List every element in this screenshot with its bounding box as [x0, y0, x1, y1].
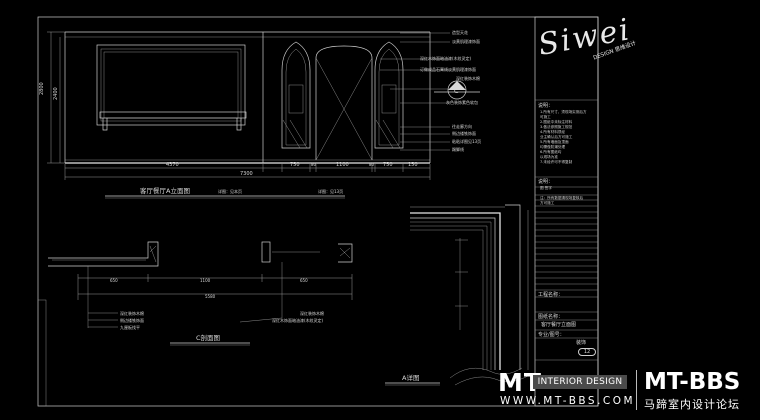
watermark-tagline: INTERIOR DESIGN [533, 375, 627, 389]
callout-label: 深红木饰面暗油漆(木纹灵定) [420, 55, 472, 61]
elevation-a [47, 31, 480, 199]
sheet-number: 12 [578, 348, 596, 356]
callout-label: 侧边镂铁饰面 [452, 130, 476, 136]
central-opening [315, 45, 373, 160]
dim-total-width: 7300 [240, 171, 253, 177]
dim-width: 750 [383, 162, 393, 168]
callout-label: 造型天花 [452, 29, 468, 35]
dim-height-total: 2800 [39, 82, 45, 95]
callout-label: 订做成品石膏线淡黄肌理漆饰面 [420, 66, 476, 72]
dim-width: 80 [369, 162, 375, 167]
section-title: C剖面图 [196, 333, 220, 342]
callout-label: 深红装饰木棉 [456, 75, 480, 81]
dim-width: 1100 [336, 162, 349, 168]
title-block-hatch [535, 199, 598, 285]
callout-label: 踢脚线 [452, 146, 464, 152]
drawing-name: 客厅餐厅立面图 [541, 322, 577, 328]
dim-height-wall: 2400 [53, 87, 59, 100]
drawing-name-label: 图纸名称： [538, 314, 564, 320]
section-c [48, 241, 353, 346]
section-dim: 650 [300, 278, 308, 283]
dim-width: 80 [311, 162, 317, 167]
sideboard [99, 111, 247, 119]
section-label: 九厘板找平 [120, 324, 140, 330]
callout-leaders [380, 32, 450, 151]
wall-panel-frame [96, 44, 246, 126]
dim-width-left: 4370 [166, 162, 179, 168]
section-label: 深红装饰木棉 [120, 310, 144, 316]
detail-ref-1: 详图：见本页 [218, 188, 242, 194]
sheet-number-label: 专业/图号： [538, 332, 565, 338]
section-label: 侧边镂铁饰面 [120, 317, 144, 323]
title-block-frame [534, 16, 599, 407]
callout-label: 淡黄肌理漆饰面 [452, 38, 480, 44]
section-dim: 650 [110, 278, 118, 283]
project-name-label: 工程名称： [538, 292, 564, 298]
arch-panel-left [281, 41, 311, 149]
sheet-border [37, 16, 599, 407]
callout-label: 往走廊方向 [452, 123, 472, 129]
callout-label: 粘粘详图见13页 [452, 138, 481, 144]
dim-width: 150 [408, 162, 418, 168]
revision-heading: 说明： [538, 179, 554, 185]
section-marker-label: C [454, 87, 459, 95]
notes-heading: 说明： [538, 103, 554, 109]
section-label: 深红木饰面暗油漆(木纹灵定) [272, 317, 324, 323]
callout-label: 灰色装饰素色软包 [446, 99, 478, 105]
dim-width: 750 [290, 162, 300, 168]
general-notes: 1.所有尺寸，须现场实测后方可施工 2.图纸中未标注材料 3.做法参照施工规范 … [540, 110, 587, 164]
detail-ref-2: 详图：见13页 [318, 188, 343, 194]
detail-a [385, 204, 529, 386]
left-margin-strip [37, 299, 47, 407]
section-label: 深红装饰木棉 [300, 310, 324, 316]
section-dim: 1100 [200, 278, 211, 283]
arch-panel-right [374, 41, 404, 149]
section-dim: 5580 [205, 294, 216, 299]
discipline-code: 装饰 [576, 340, 587, 346]
watermark-divider [636, 370, 637, 410]
watermark-brand-right: MT-BBS [644, 369, 741, 395]
detail-title: A详图 [402, 373, 419, 382]
revision-notes: 图 签字 注：所有数据请现场复核后 方可施工 [540, 186, 584, 205]
elevation-title: 客厅餐厅A立面图 [140, 186, 190, 195]
watermark-url: WWW.MT-BBS.COM [500, 395, 636, 407]
watermark-forum-name: 马蹄室内设计论坛 [644, 398, 740, 411]
